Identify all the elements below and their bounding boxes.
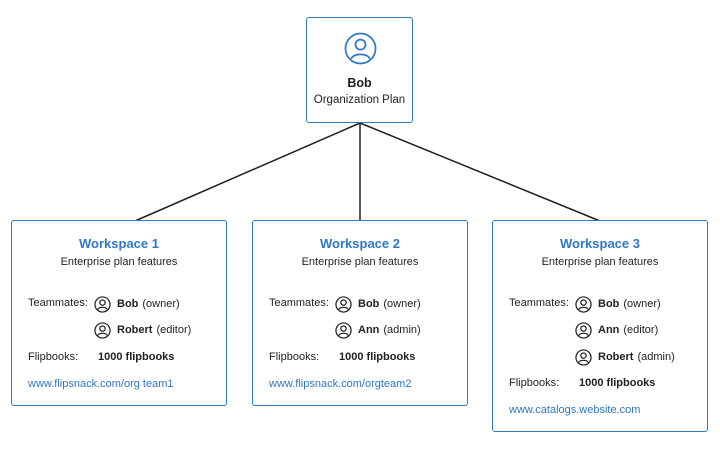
teammate-row: Ann (editor) — [575, 321, 658, 339]
workspace-3-card: Workspace 3 Enterprise plan features Tea… — [492, 220, 708, 432]
teammate-row: Robert (admin) — [575, 348, 675, 366]
teammate-name: Ann — [358, 324, 380, 336]
organization-owner-name: Bob — [347, 76, 372, 90]
user-icon — [575, 348, 592, 366]
user-icon — [94, 295, 111, 313]
workspace-title: Workspace 3 — [560, 236, 640, 251]
teammate-role: (editor) — [156, 324, 192, 336]
teammates-label: Teammates: — [509, 297, 569, 309]
user-icon — [94, 321, 111, 339]
user-circle-icon — [344, 32, 377, 65]
workspace-subtitle: Enterprise plan features — [301, 256, 419, 268]
flipbooks-label: Flipbooks: — [269, 351, 320, 363]
workspace-subtitle: Enterprise plan features — [541, 256, 659, 268]
teammate-role: (owner) — [623, 298, 661, 310]
teammate-name: Ann — [598, 324, 620, 336]
user-icon — [575, 321, 592, 339]
teammate-name: Bob — [598, 298, 620, 310]
organization-node: Bob Organization Plan — [306, 17, 413, 123]
teammate-row: Ann (admin) — [335, 321, 421, 339]
teammate-row: Bob (owner) — [575, 295, 661, 313]
teammate-row: Robert (editor) — [94, 321, 191, 339]
workspace-url-link[interactable]: www.catalogs.website.com — [509, 404, 641, 416]
workspace-subtitle: Enterprise plan features — [60, 256, 178, 268]
workspace-url-link[interactable]: www.flipsnack.com/org team1 — [28, 378, 174, 390]
user-icon — [575, 295, 592, 313]
organization-plan: Organization Plan — [313, 94, 406, 106]
flipbooks-value: 1000 flipbooks — [339, 351, 416, 363]
teammates-label: Teammates: — [269, 297, 329, 309]
flipbooks-value: 1000 flipbooks — [579, 377, 656, 389]
teammate-role: (admin) — [383, 324, 421, 336]
teammate-row: Bob (owner) — [335, 295, 421, 313]
workspace-title: Workspace 1 — [79, 236, 159, 251]
user-icon — [335, 321, 352, 339]
teammate-name: Robert — [117, 324, 153, 336]
teammate-role: (admin) — [637, 351, 675, 363]
workspace-title: Workspace 2 — [320, 236, 400, 251]
teammate-role: (owner) — [383, 298, 421, 310]
teammate-row: Bob (owner) — [94, 295, 180, 313]
teammates-label: Teammates: — [28, 297, 88, 309]
teammate-role: (owner) — [142, 298, 180, 310]
user-icon — [335, 295, 352, 313]
workspace-url-link[interactable]: www.flipsnack.com/orgteam2 — [269, 378, 412, 390]
teammate-name: Robert — [598, 351, 634, 363]
flipbooks-label: Flipbooks: — [509, 377, 560, 389]
flipbooks-label: Flipbooks: — [28, 351, 79, 363]
connector-workspace-1 — [134, 122, 361, 222]
teammate-name: Bob — [117, 298, 139, 310]
workspace-2-card: Workspace 2 Enterprise plan features Tea… — [252, 220, 468, 406]
connector-workspace-3 — [359, 122, 601, 222]
workspace-1-card: Workspace 1 Enterprise plan features Tea… — [11, 220, 227, 406]
teammate-name: Bob — [358, 298, 380, 310]
teammate-role: (editor) — [623, 324, 659, 336]
flipbooks-value: 1000 flipbooks — [98, 351, 175, 363]
